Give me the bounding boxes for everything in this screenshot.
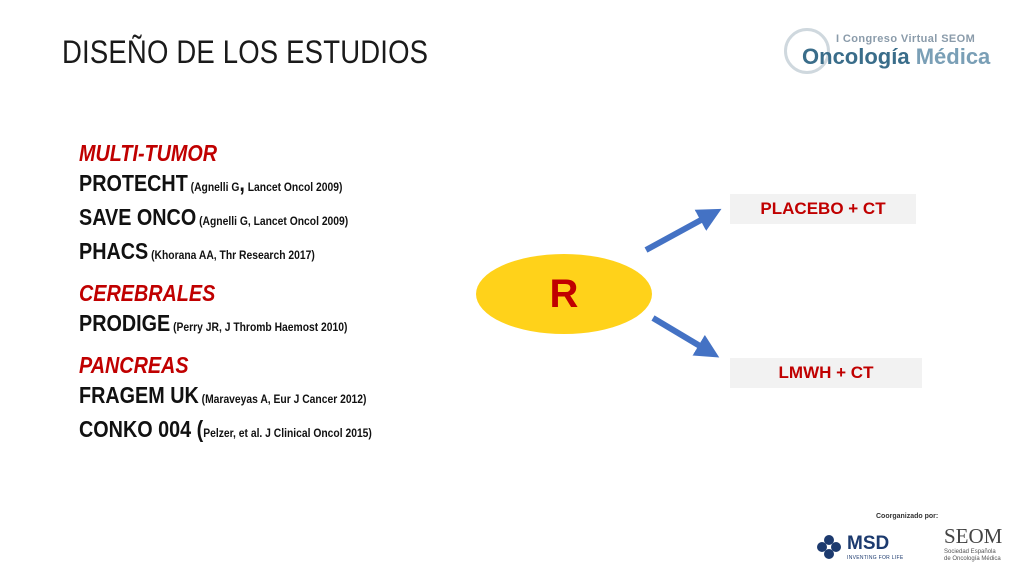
study-ref: (Maraveyas A, Eur J Cancer 2012): [198, 392, 367, 406]
study-name: PROTECHT: [79, 170, 188, 196]
category-multitumor: MULTI-TUMOR: [79, 140, 218, 166]
arrow-down-icon: [651, 315, 720, 358]
congress-name: I Congreso Virtual SEOM: [836, 33, 976, 45]
study-name: SAVE ONCO: [79, 204, 197, 230]
study-ref: (Perry JR, J Thromb Haemost 2010): [170, 320, 348, 334]
logo-circle-icon: [784, 28, 830, 74]
study-fragem-uk: FRAGEM UK (Maraveyas A, Eur J Cancer 201…: [79, 380, 440, 414]
study-name: FRAGEM UK: [79, 382, 199, 408]
study-prodige: PRODIGE (Perry JR, J Thromb Haemost 2010…: [79, 308, 440, 342]
seom-word: SEOM: [944, 524, 1003, 548]
msd-word: MSD: [847, 533, 890, 554]
study-phacs: PHACS (Khorana AA, Thr Research 2017): [79, 236, 440, 270]
brand-secondary: Médica: [915, 44, 991, 69]
seom-sub2: de Oncología Médica: [944, 556, 1001, 562]
study-ref: (Khorana AA, Thr Research 2017): [148, 248, 315, 262]
slide-title: DISEÑO DE LOS ESTUDIOS: [62, 34, 429, 70]
study-conko-004: CONKO 004 (Pelzer, et al. J Clinical Onc…: [79, 414, 440, 448]
seom-logo: SEOM Sociedad Española de Oncología Médi…: [944, 524, 1014, 570]
msd-logo: MSD INVENTING FOR LIFE: [815, 530, 935, 566]
coorganized-label: Coorganizado por:: [876, 513, 939, 520]
study-name: PHACS: [79, 238, 149, 264]
study-name: PRODIGE: [79, 310, 171, 336]
studies-list: MULTI-TUMOR PROTECHT (Agnelli G, Lancet …: [79, 138, 499, 448]
congress-logo: I Congreso Virtual SEOM Oncología Médica: [778, 22, 1018, 84]
brand-main: ncología: [819, 44, 910, 69]
study-ref: Pelzer, et al. J Clinical Oncol 2015): [203, 426, 372, 440]
study-ref: (Agnelli G, Lancet Oncol 2009): [196, 214, 349, 228]
study-protecht: PROTECHT (Agnelli G, Lancet Oncol 2009): [79, 168, 440, 202]
study-ref-comma: ,: [239, 170, 245, 196]
arrow-up-icon: [644, 208, 722, 253]
randomization-node: R: [476, 254, 652, 334]
study-name: CONKO 004 (: [79, 416, 204, 442]
category-pancreas: PANCREAS: [79, 352, 189, 378]
arm-lmwh: LMWH + CT: [730, 358, 922, 388]
study-ref: Lancet Oncol 2009): [244, 180, 343, 194]
study-save-onco: SAVE ONCO (Agnelli G, Lancet Oncol 2009): [79, 202, 440, 236]
category-cerebrales: CEREBRALES: [79, 280, 216, 306]
congress-brand: Oncología Médica: [802, 44, 990, 70]
msd-tagline: INVENTING FOR LIFE: [847, 555, 904, 561]
brand-o: O: [802, 44, 820, 69]
arm-placebo: PLACEBO + CT: [730, 194, 916, 224]
study-ref: (Agnelli G: [187, 180, 240, 194]
seom-sub1: Sociedad Española: [944, 549, 996, 555]
msd-icon: [817, 535, 841, 559]
